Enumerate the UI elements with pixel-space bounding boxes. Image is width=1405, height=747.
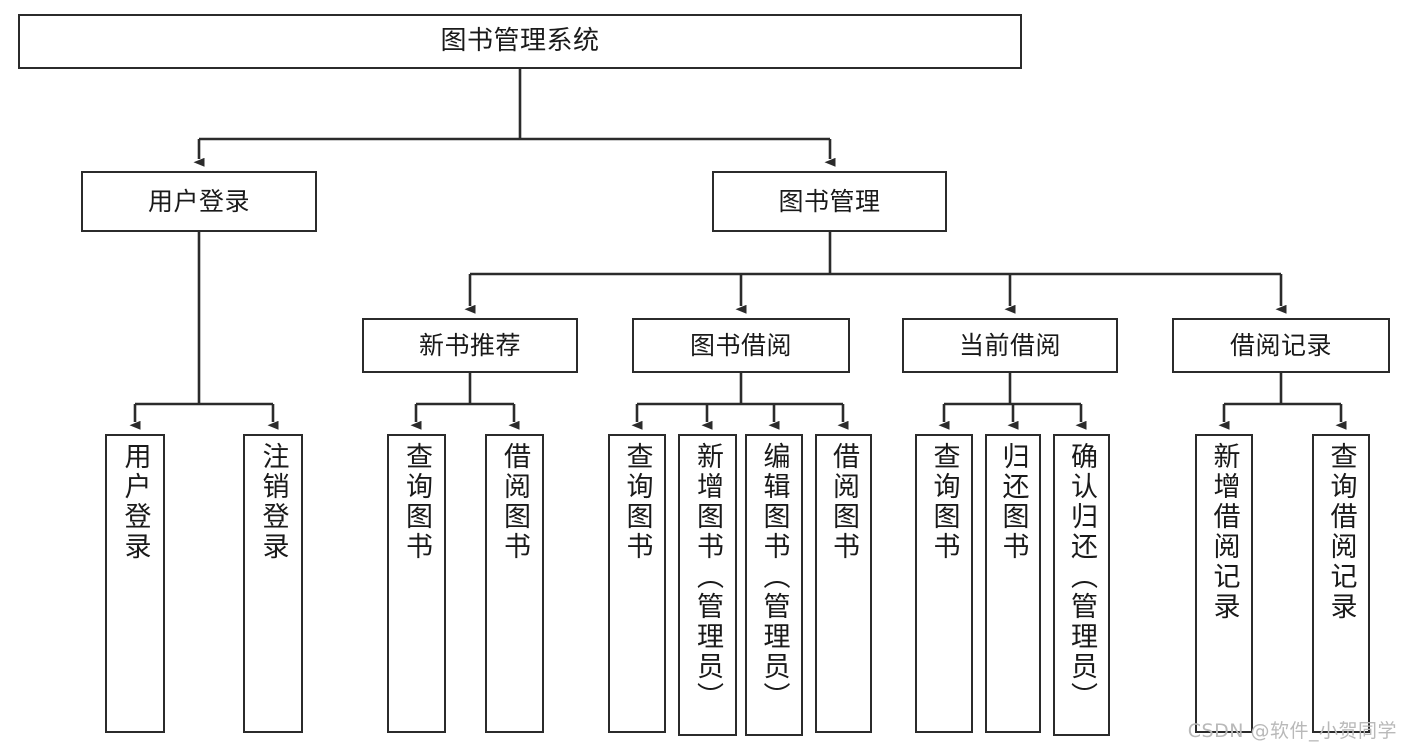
leaf-add-borrow-record[interactable]: 新增借阅记录 <box>1195 434 1253 733</box>
node-label: 新增图书（管理员） <box>692 442 723 712</box>
node-label: 借阅图书 <box>499 442 530 562</box>
leaf-query-book-borrow[interactable]: 查询图书 <box>608 434 666 733</box>
node-label: 图书借阅 <box>689 330 792 360</box>
leaf-query-book-new[interactable]: 查询图书 <box>387 434 446 733</box>
node-label: 查询图书 <box>401 442 432 562</box>
node-label: 新书推荐 <box>418 330 521 360</box>
node-label: 用户登录 <box>147 186 250 216</box>
node-label: 注销登录 <box>257 442 289 562</box>
node-current-borrow[interactable]: 当前借阅 <box>902 318 1118 373</box>
leaf-borrow-book-new[interactable]: 借阅图书 <box>485 434 544 733</box>
node-book-borrow[interactable]: 图书借阅 <box>632 318 850 373</box>
leaf-query-book-current[interactable]: 查询图书 <box>915 434 973 733</box>
leaf-return-book[interactable]: 归还图书 <box>985 434 1041 733</box>
node-user-login[interactable]: 用户登录 <box>81 171 317 232</box>
node-label: 编辑图书（管理员） <box>758 442 790 712</box>
node-label: 图书管理系统 <box>440 26 600 57</box>
node-label: 借阅图书 <box>828 442 859 562</box>
leaf-query-borrow-record[interactable]: 查询借阅记录 <box>1312 434 1370 733</box>
leaf-borrow-book[interactable]: 借阅图书 <box>815 434 872 733</box>
node-label: 当前借阅 <box>958 330 1061 360</box>
node-label: 借阅记录 <box>1229 330 1332 360</box>
node-label: 用户登录 <box>119 442 151 562</box>
node-label: 查询借阅记录 <box>1325 442 1357 622</box>
node-label: 新增借阅记录 <box>1208 442 1240 622</box>
leaf-confirm-return-admin[interactable]: 确认归还（管理员） <box>1053 434 1110 736</box>
node-new-book-recommend[interactable]: 新书推荐 <box>362 318 578 373</box>
node-label: 图书管理 <box>778 186 881 216</box>
node-label: 确认归还（管理员） <box>1066 442 1097 712</box>
leaf-user-login[interactable]: 用户登录 <box>105 434 165 733</box>
leaf-edit-book-admin[interactable]: 编辑图书（管理员） <box>745 434 803 736</box>
node-label: 查询图书 <box>928 442 960 562</box>
node-label: 查询图书 <box>621 442 653 562</box>
leaf-logout[interactable]: 注销登录 <box>243 434 303 733</box>
node-root[interactable]: 图书管理系统 <box>18 14 1022 69</box>
leaf-add-book-admin[interactable]: 新增图书（管理员） <box>678 434 737 736</box>
node-borrow-record[interactable]: 借阅记录 <box>1172 318 1390 373</box>
watermark: CSDN @软件_小贺同学 <box>1187 720 1397 742</box>
node-book-management[interactable]: 图书管理 <box>712 171 947 232</box>
node-label: 归还图书 <box>997 442 1029 562</box>
